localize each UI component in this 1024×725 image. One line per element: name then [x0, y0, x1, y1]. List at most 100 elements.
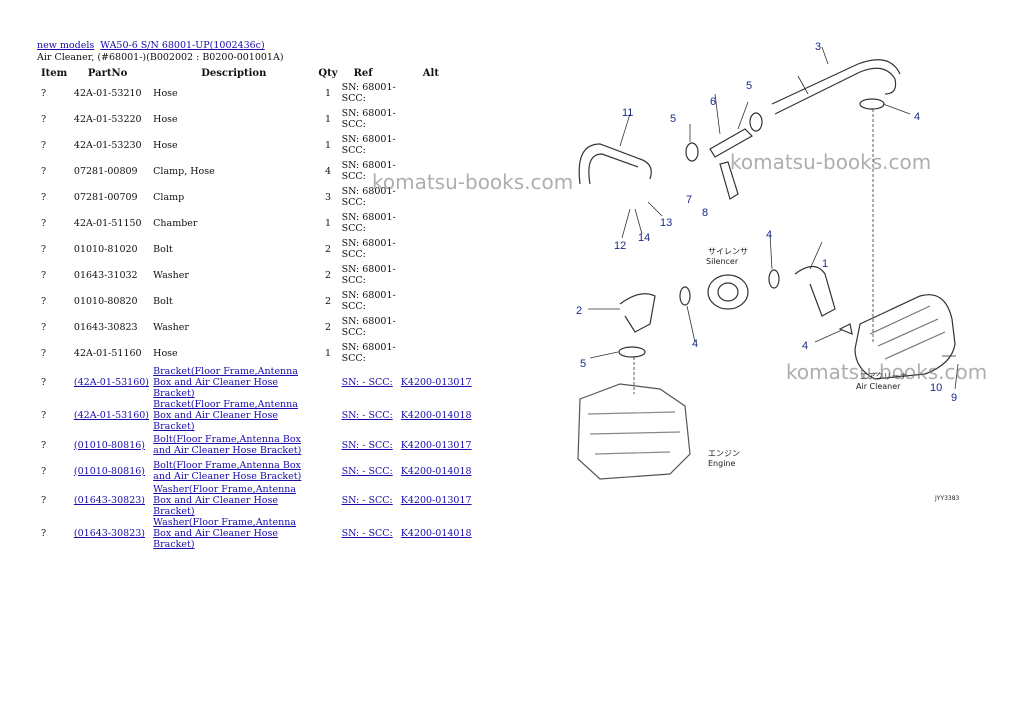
cell-desc: Bolt	[153, 243, 173, 255]
cell-part: 01010-80820	[73, 295, 138, 307]
cell-part: 42A-01-53210	[73, 87, 142, 99]
link-alt[interactable]: K4200-013017	[400, 495, 472, 506]
cell-qty: 2	[324, 243, 332, 255]
cell-qty: 2	[324, 295, 332, 307]
cell-alt: K4200-013017	[399, 432, 478, 458]
watermark-2: komatsu-books.com	[730, 150, 932, 174]
link-ref[interactable]: SN: - SCC:	[341, 465, 393, 477]
link-ref[interactable]: SN: - SCC:	[341, 528, 393, 539]
cell-item: ?	[41, 87, 47, 99]
cell-part: 42A-01-53220	[73, 113, 142, 125]
cell-ref: SN: 68001- SCC:	[341, 316, 396, 338]
cell-desc: Washer	[153, 269, 189, 281]
cell-alt	[399, 80, 478, 106]
cell-ref: SN: - SCC:	[340, 517, 399, 550]
callout-1: 1	[822, 258, 828, 270]
label-engine-jp: エンジン	[708, 449, 740, 458]
link-alt[interactable]: K4200-014018	[400, 410, 472, 421]
cell-qty: 1	[324, 139, 332, 151]
link-alt[interactable]: K4200-013017	[400, 439, 472, 451]
cell-item: ?	[41, 465, 47, 477]
link-alt[interactable]: K4200-013017	[400, 377, 472, 388]
cell-part: (42A-01-53160)	[72, 399, 151, 432]
cell-ref: SN: - SCC:	[340, 484, 399, 517]
link-desc[interactable]: Washer(Floor Frame,Antenna Box and Air C…	[153, 484, 297, 517]
callout-6: 6	[710, 96, 716, 108]
cell-qty	[316, 432, 339, 458]
pipe-6	[709, 128, 753, 158]
cell-desc: Hose	[153, 87, 178, 99]
cell-part: 42A-01-53230	[73, 139, 142, 151]
cell-desc: Bolt(Floor Frame,Antenna Box and Air Cle…	[151, 458, 316, 484]
cell-ref: SN: - SCC:	[340, 432, 399, 458]
hose-3	[774, 67, 897, 115]
cell-part: (01643-30823)	[72, 484, 151, 517]
cell-ref: SN: 68001- SCC:	[341, 342, 396, 364]
cell-ref: SN: - SCC:	[340, 458, 399, 484]
cell-item: ?	[41, 139, 47, 151]
link-alt[interactable]: K4200-014018	[400, 465, 472, 477]
cell-ref: SN: 68001- SCC:	[341, 264, 396, 286]
breadcrumb-link-model[interactable]: WA50-6 S/N 68001-UP(1002436c)	[100, 40, 265, 51]
link-ref[interactable]: SN: - SCC:	[341, 495, 393, 506]
link-desc[interactable]: Bracket(Floor Frame,Antenna Box and Air …	[153, 399, 298, 432]
cell-part: 01643-31032	[73, 269, 138, 281]
link-alt[interactable]: K4200-014018	[400, 528, 472, 539]
cell-part: 01010-81020	[73, 243, 138, 255]
link-part[interactable]: (01010-80816)	[73, 439, 145, 451]
link-part[interactable]: (01643-30823)	[73, 495, 145, 506]
link-ref[interactable]: SN: - SCC:	[341, 439, 393, 451]
table-row-link: ?(01010-80816)Bolt(Floor Frame,Antenna B…	[33, 432, 478, 458]
callout-14: 14	[638, 232, 650, 244]
link-part[interactable]: (42A-01-53160)	[73, 410, 150, 421]
col-qty: Qty	[318, 67, 338, 79]
table-row-link: ? (01643-30823) Washer(Floor Frame,Antenna…	[33, 517, 478, 550]
clamp-5b	[749, 112, 763, 132]
link-desc[interactable]: Bolt(Floor Frame,Antenna Box and Air Cle…	[153, 460, 302, 482]
cell-part: 42A-01-51160	[73, 347, 142, 359]
cell-ref: SN: 68001- SCC:	[341, 108, 396, 130]
bracket-8	[719, 161, 739, 200]
cell-part: 07281-00709	[73, 191, 138, 203]
link-ref[interactable]: SN: - SCC:	[341, 410, 393, 421]
callout-2: 2	[576, 305, 582, 317]
cell-alt: K4200-013017	[399, 366, 478, 399]
label-air-cleaner-jp: エアクリーナ	[860, 372, 908, 381]
cell-ref: SN: 68001- SCC:	[341, 290, 396, 312]
breadcrumb-link-new-models[interactable]: new models	[37, 40, 95, 51]
cell-desc: Chamber	[153, 217, 198, 229]
cell-qty: 1	[324, 113, 332, 125]
clamp-4a	[859, 98, 885, 110]
cell-desc: Clamp, Hose	[153, 165, 215, 177]
label-drawing-code: JYY3383	[934, 495, 960, 502]
link-desc[interactable]: Bracket(Floor Frame,Antenna Box and Air …	[153, 366, 298, 399]
link-ref[interactable]: SN: - SCC:	[341, 377, 393, 388]
cell-ref: SN: 68001- SCC:	[341, 186, 396, 208]
cell-ref: SN: 68001- SCC:	[341, 212, 396, 234]
cell-qty: 1	[324, 217, 332, 229]
link-desc[interactable]: Bolt(Floor Frame,Antenna Box and Air Cle…	[153, 434, 302, 456]
callout-4d: 4	[802, 340, 808, 352]
cell-alt	[399, 236, 478, 262]
hose-2	[619, 293, 656, 333]
cell-alt: K4200-014018	[399, 458, 478, 484]
callout-10: 10	[930, 382, 942, 394]
table-row-link: ?(01643-30823)Washer(Floor Frame,Antenna…	[33, 484, 478, 517]
cell-item: ?	[41, 528, 47, 539]
link-desc[interactable]: Washer(Floor Frame,Antenna Box and Air C…	[153, 517, 297, 550]
clamp-5c	[618, 346, 646, 358]
cell-qty: 1	[324, 347, 332, 359]
col-item: Item	[41, 67, 68, 79]
cell-qty: 2	[324, 269, 332, 281]
cell-part: (01643-30823)	[72, 517, 151, 550]
cell-part: 42A-01-51150	[73, 217, 142, 229]
link-part[interactable]: (01010-80816)	[73, 465, 145, 477]
cell-item: ?	[41, 113, 47, 125]
link-part[interactable]: (01643-30823)	[73, 528, 145, 539]
link-part[interactable]: (42A-01-53160)	[73, 377, 150, 388]
clamp-5a	[685, 142, 699, 162]
cell-qty: 2	[324, 321, 332, 333]
cell-alt	[399, 106, 478, 132]
